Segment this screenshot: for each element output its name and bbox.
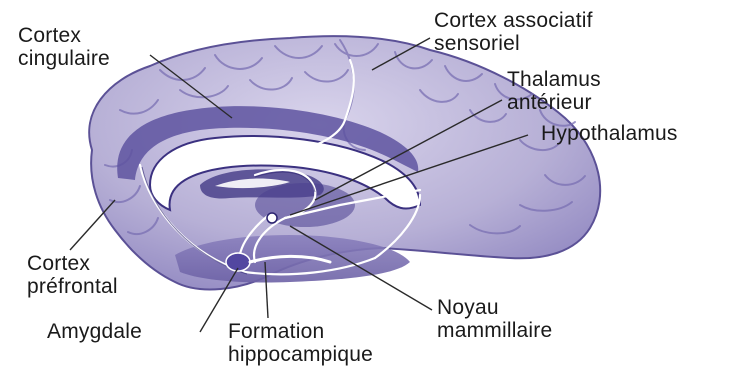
label-noyau-mammillaire: Noyau mammillaire xyxy=(437,296,552,342)
leader-cortex-prefrontal xyxy=(70,200,115,250)
label-formation-hippocampique: Formation hippocampique xyxy=(228,320,373,366)
label-hypothalamus: Hypothalamus xyxy=(541,122,678,145)
label-cortex-prefrontal: Cortex préfrontal xyxy=(27,252,118,298)
label-thalamus: Thalamus antérieur xyxy=(507,68,601,114)
label-cortex-associatif: Cortex associatif sensoriel xyxy=(434,9,593,55)
mammillary-body xyxy=(267,213,277,223)
label-cortex-cingulaire: Cortex cingulaire xyxy=(18,24,110,70)
label-amygdale: Amygdale xyxy=(47,320,142,343)
